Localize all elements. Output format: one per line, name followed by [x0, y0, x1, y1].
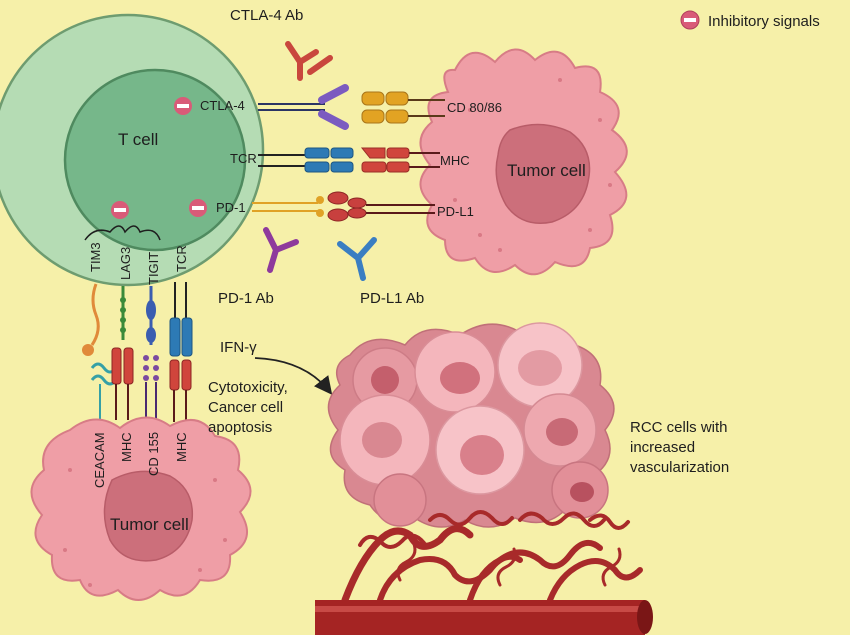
- ctla4-ab-label: CTLA-4 Ab: [230, 7, 303, 24]
- rcc-cell-7: [551, 461, 609, 519]
- lag3-label: LAG3: [118, 247, 133, 280]
- rcc-cell-2: [414, 331, 496, 413]
- inhibitory-brace: [84, 225, 161, 241]
- cd155-ligand: [143, 355, 159, 420]
- ctla4-receptor: [318, 84, 349, 130]
- rcc-cluster: [327, 322, 615, 528]
- inhibitory-icon-lag3: [111, 201, 129, 219]
- tumor-cell-right: Tumor cell: [419, 48, 628, 276]
- legend: Inhibitory signals: [680, 10, 820, 30]
- mhc-bottom-1-label: MHC: [119, 432, 134, 462]
- ifn-label: IFN-γ: [220, 339, 257, 356]
- cd80-86-label: CD 80/86: [447, 100, 502, 115]
- rcc-cell-4: [339, 394, 431, 486]
- pd1-label: PD-1: [216, 200, 246, 215]
- tigit-label: TIGIT: [146, 252, 161, 285]
- tumor-nucleus: [495, 123, 591, 224]
- main-artery: [315, 600, 653, 635]
- tcr-lower-receptor: [169, 317, 193, 357]
- rcc-line2: increased: [630, 439, 695, 456]
- tumor-cell-right-label: Tumor cell: [507, 161, 586, 180]
- blood-vessels: [341, 510, 643, 604]
- ctla4-antibody: [285, 41, 333, 81]
- legend-label: Inhibitory signals: [708, 13, 820, 30]
- pd1-antibody: [263, 227, 299, 273]
- pdl1-ab-label: PD-L1 Ab: [360, 290, 424, 307]
- rcc-line1: RCC cells with: [630, 419, 728, 436]
- t-cell-label: T cell: [118, 130, 158, 149]
- mhc-right-label: MHC: [440, 153, 470, 168]
- tcr-label: TCR: [230, 151, 257, 166]
- rcc-cell-5: [435, 405, 525, 495]
- pdl1-ligand: [327, 191, 435, 222]
- effects-line1: Cytotoxicity,: [208, 379, 288, 396]
- rcc-line3: vascularization: [630, 459, 729, 476]
- t-cell: T cell CTLA-4 TCR PD-1 TIM3 LAG3 TIGIT T…: [0, 13, 265, 287]
- pd1-ab-label: PD-1 Ab: [218, 290, 274, 307]
- effects-line2: Cancer cell: [208, 399, 283, 416]
- tumor-nucleus-bottom: [103, 470, 194, 562]
- effects-line3: apoptosis: [208, 419, 272, 436]
- tumor-cell-bottom: Tumor cell CEACAM MHC CD 155 MHC: [30, 416, 252, 601]
- receptor-pairs: CD 80/86 MHC: [252, 84, 502, 222]
- mhc-bottom-2-label: MHC: [174, 432, 189, 462]
- t-cell-inner: [63, 68, 247, 252]
- tcr-receptor: [304, 147, 354, 173]
- rcc-cell-6: [523, 393, 597, 467]
- rcc-cell-8: [373, 473, 427, 527]
- ceacam-label: CEACAM: [92, 432, 107, 488]
- lower-receptors: [82, 282, 193, 422]
- cd80-86-ligand: [361, 91, 445, 124]
- mhc-bottom-1: [111, 347, 134, 420]
- rcc-cell-3: [497, 322, 583, 408]
- tcr-lower-label: TCR: [174, 245, 189, 272]
- pdl1-antibody: [337, 237, 377, 281]
- cd155-label: CD 155: [146, 432, 161, 476]
- pd1-receptor: [316, 196, 324, 204]
- mhc-bottom-2: [169, 359, 192, 422]
- tumor-cell-bottom-label: Tumor cell: [110, 515, 189, 534]
- pdl1-label: PD-L1: [437, 204, 474, 219]
- mhc-ligand: [360, 147, 440, 173]
- effect-arrow: [254, 357, 333, 395]
- ctla4-label: CTLA-4: [200, 98, 245, 113]
- inhibitory-icon-ctla4: [174, 97, 192, 115]
- tim3-receptor: [90, 283, 100, 346]
- inhibitory-icon-pd1: [189, 199, 207, 217]
- tim3-label: TIM3: [88, 242, 103, 272]
